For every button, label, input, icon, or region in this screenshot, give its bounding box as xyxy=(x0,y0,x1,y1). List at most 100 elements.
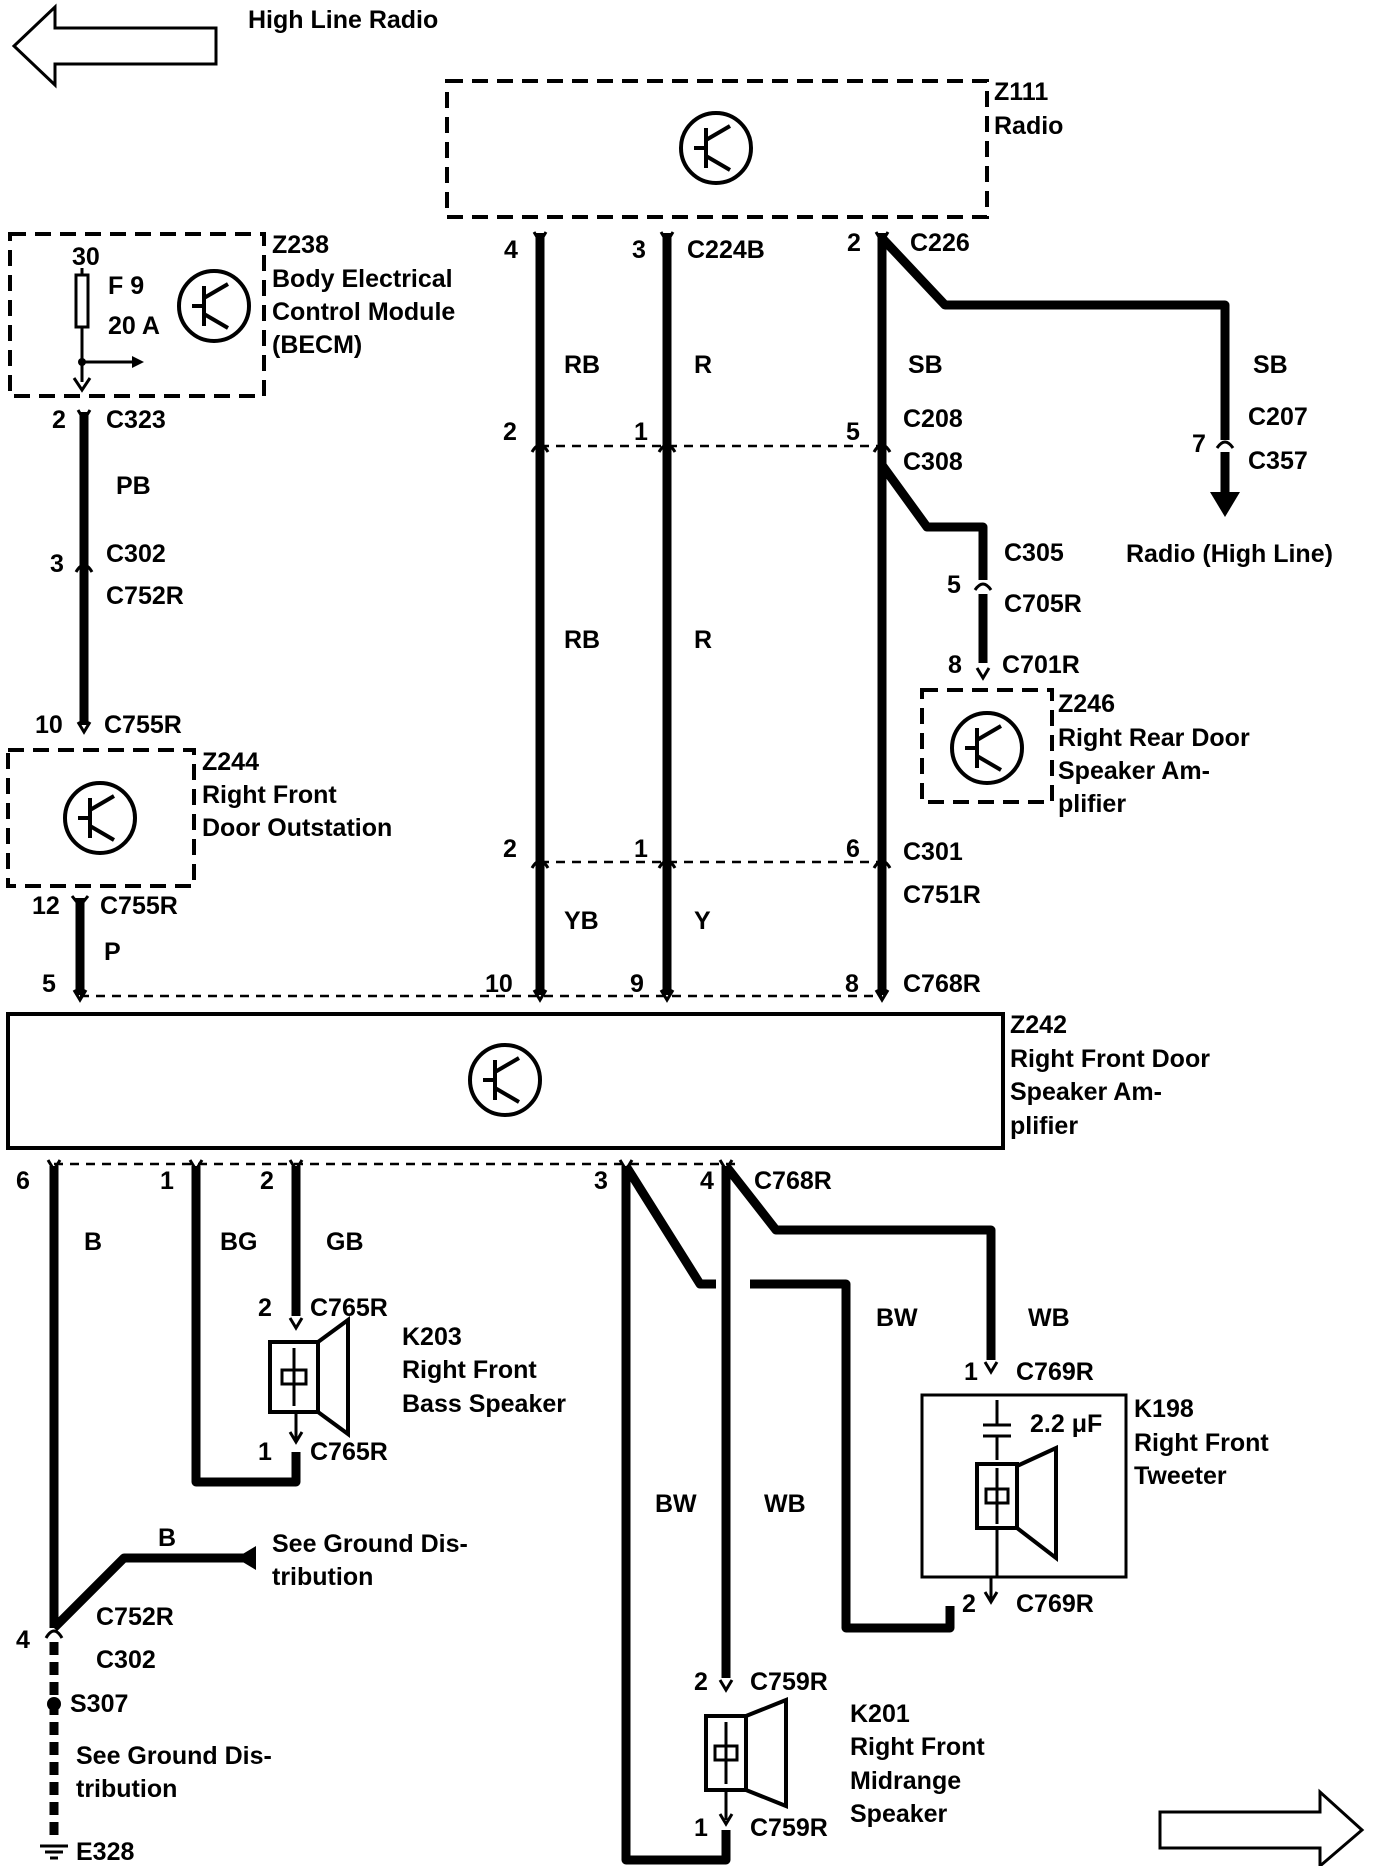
outstation-line1: Right Front xyxy=(202,781,337,809)
wire-color-wb-low: WB xyxy=(764,1490,806,1518)
tweeter-pin-bottom: 2 xyxy=(962,1590,976,1618)
wire-bw-low xyxy=(621,1166,731,1865)
c755r-label: C755R xyxy=(104,711,182,739)
arrow-left-icon[interactable] xyxy=(11,3,218,89)
radio-pin-rb: 4 xyxy=(504,236,518,264)
c207-label: C207 xyxy=(1248,403,1308,431)
bass-line2: Bass Speaker xyxy=(402,1390,566,1418)
becm-line2: Control Module xyxy=(272,298,455,326)
wire-color-sb: SB xyxy=(908,351,943,379)
tweeter-bottom-pin-mark xyxy=(983,1591,999,1605)
amp-pin-sb: 8 xyxy=(845,970,859,998)
c701r-pin-mark xyxy=(975,667,991,681)
ground-id: E328 xyxy=(76,1838,134,1866)
wire-color-y: Y xyxy=(694,907,711,935)
c302-label: C302 xyxy=(106,540,166,568)
c323-label: C323 xyxy=(106,406,166,434)
front-amp-line1: Right Front Door xyxy=(1010,1045,1210,1073)
c705r-pin: 5 xyxy=(947,571,961,599)
wire-color-gb: GB xyxy=(326,1228,364,1256)
inline-c301-pin-marks xyxy=(530,859,892,869)
tweeter-conn-bottom: C769R xyxy=(1016,1590,1094,1618)
transistor-icon xyxy=(177,269,251,343)
transistor-icon xyxy=(63,781,137,855)
midrange-line2: Midrange xyxy=(850,1767,961,1795)
midrange-bottom-pin-mark xyxy=(718,1813,734,1827)
bass-line1: Right Front xyxy=(402,1356,537,1384)
becm-id: Z238 xyxy=(272,231,329,259)
tweeter-pin-top: 1 xyxy=(964,1358,978,1386)
c208-label: C208 xyxy=(903,405,963,433)
rear-amp-line2: Speaker Am- xyxy=(1058,757,1210,785)
becm-line3: (BECM) xyxy=(272,331,362,359)
wire-color-pb: PB xyxy=(116,472,151,500)
ground-branch-line1[interactable]: See Ground Dis- xyxy=(272,1530,468,1558)
transistor-icon xyxy=(950,711,1024,785)
splice-label: S307 xyxy=(70,1690,128,1718)
ground-dist-line1[interactable]: See Ground Dis- xyxy=(76,1742,272,1770)
c323-pin: 2 xyxy=(52,406,66,434)
c705r-pin-mark xyxy=(973,582,993,591)
midrange-pin-bottom: 1 xyxy=(694,1814,708,1842)
speaker-icon xyxy=(268,1316,350,1438)
fuse-icon xyxy=(74,273,90,329)
wire-color-b: B xyxy=(84,1228,102,1256)
outstation-line2: Door Outstation xyxy=(202,814,392,842)
c768r-input-pin-marks xyxy=(72,989,890,1003)
wire-bg xyxy=(191,1166,301,1487)
wire-color-bg: BG xyxy=(220,1228,258,1256)
rear-amp-id: Z246 xyxy=(1058,690,1115,718)
c752r-label: C752R xyxy=(106,582,184,610)
fuse-name: F 9 xyxy=(108,272,144,300)
amp-pin-yb: 10 xyxy=(485,970,513,998)
ground-branch-line2[interactable]: tribution xyxy=(272,1563,373,1591)
wire-color-p: P xyxy=(104,938,121,966)
ground-c302-pin: 4 xyxy=(16,1626,30,1654)
tweeter-id: K198 xyxy=(1134,1395,1194,1423)
c701r-label: C701R xyxy=(1002,651,1080,679)
wire-rear-amp xyxy=(878,462,988,580)
ground-dist-line2[interactable]: tribution xyxy=(76,1775,177,1803)
c208-pin-sb: 5 xyxy=(846,418,860,446)
ground-branch-arrow-icon xyxy=(236,1546,256,1570)
radio-connector: C224B xyxy=(687,236,765,264)
c755r-pin: 10 xyxy=(35,711,63,739)
fuse-rating: 20 A xyxy=(108,312,160,340)
c755r-pin-mark xyxy=(76,721,92,735)
midrange-pin-top: 2 xyxy=(694,1668,708,1696)
amp-input-connector: C768R xyxy=(903,970,981,998)
becm-line1: Body Electrical xyxy=(272,265,453,293)
ground-c302-label: C302 xyxy=(96,1646,156,1674)
arrow-down-icon[interactable] xyxy=(1210,492,1240,517)
arrow-right-icon[interactable] xyxy=(1158,1788,1365,1866)
radio-pin-sb: 2 xyxy=(847,229,861,257)
tweeter-capacitor: 2.2 μF xyxy=(1030,1410,1102,1438)
outstation-box xyxy=(6,748,196,888)
ground-c302-pin-mark xyxy=(44,1629,64,1639)
radio-name: Radio xyxy=(994,112,1063,140)
c701r-pin: 8 xyxy=(948,651,962,679)
fuse-arrow-down xyxy=(72,377,92,393)
c302-pin-mark xyxy=(74,563,94,573)
midrange-line3: Speaker xyxy=(850,1800,948,1828)
midrange-conn-bottom: C759R xyxy=(750,1814,828,1842)
c301-label: C301 xyxy=(903,838,963,866)
radio-module-box xyxy=(445,79,989,219)
bass-pin-top: 2 xyxy=(258,1294,272,1322)
outstation-connector: C755R xyxy=(100,892,178,920)
fuse-terminal: 30 xyxy=(72,243,100,271)
front-amp-id: Z242 xyxy=(1010,1011,1067,1039)
high-line-radio-link[interactable]: High Line Radio xyxy=(248,6,438,34)
amp-out-pin6: 6 xyxy=(16,1167,30,1195)
radio-pin-markers xyxy=(532,231,890,245)
high-line-radio-label[interactable]: Radio (High Line) xyxy=(1126,540,1333,568)
ground-icon xyxy=(40,1844,68,1860)
transistor-icon xyxy=(468,1043,542,1117)
tweeter-line1: Right Front xyxy=(1134,1429,1269,1457)
amp-out-pin2: 2 xyxy=(260,1167,274,1195)
c305-label: C305 xyxy=(1004,539,1064,567)
amp-out-pin1: 1 xyxy=(160,1167,174,1195)
tweeter-conn-top: C769R xyxy=(1016,1358,1094,1386)
wire-color-b-branch: B xyxy=(158,1524,176,1552)
wire-color-sb-branch: SB xyxy=(1253,351,1288,379)
